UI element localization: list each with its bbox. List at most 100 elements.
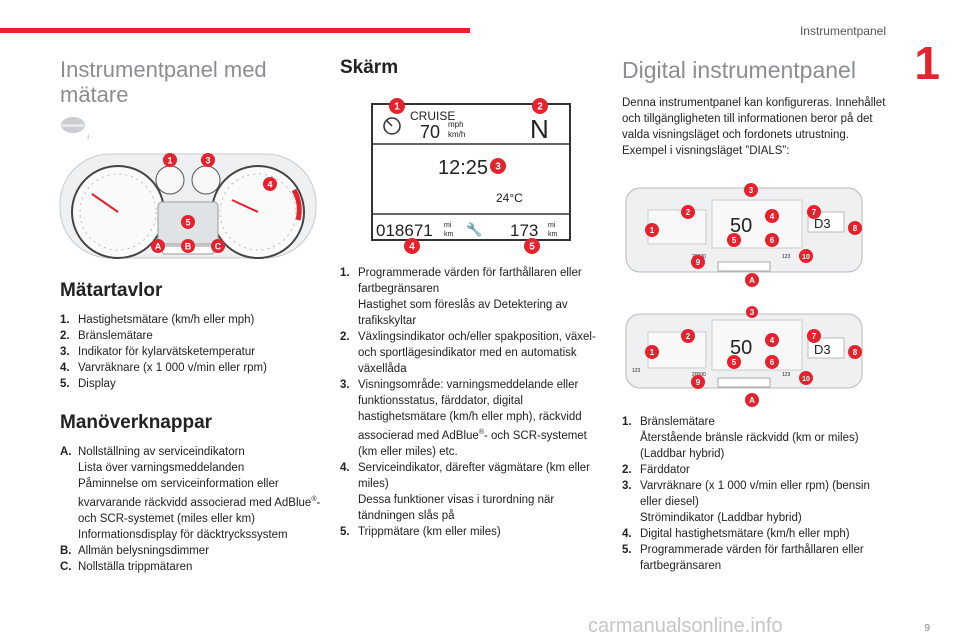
svg-text:5: 5 [732,358,737,367]
temperature-gauge [191,165,221,195]
svg-text:9: 9 [696,378,701,387]
badge-5: 5 [185,218,190,228]
badge-2: 2 [537,102,543,113]
digital-cluster-figure-2: 50 D3 123 20000 123 3 2 4 7 1 8 5 6 9 10… [625,306,863,407]
svg-text:km: km [444,231,454,238]
svg-text:4: 4 [770,336,775,345]
screen-frame [371,103,571,241]
top-accent-bar [0,28,470,33]
list-item: 4.Digital hastighetsmätare (km/h eller m… [622,528,850,540]
screen-items-list: 1.Programmerade värden för farthållaren … [340,265,606,540]
list-item: A. Nollställning av serviceindikatorn Li… [60,446,321,541]
svg-text:km: km [548,231,558,238]
list-item: B.Allmän belysningsdimmer [60,544,210,557]
speedometer-needle [91,193,119,213]
column-right: Digital instrumentpanel Denna instrument… [622,57,892,159]
list-item: C.Nollställa trippmätaren [60,560,193,573]
badge-4: 4 [267,180,272,190]
list-item: 4.Serviceindikator, därefter vägmätare (… [340,461,591,522]
unit-kmh: km/h [448,130,465,139]
svg-text:7: 7 [812,208,817,217]
svg-text:10: 10 [802,376,810,383]
odometer: 018671 [376,221,433,240]
section-title-instrument-panel: Instrumentpanel med mätare [60,57,267,108]
svg-text:↓: ↓ [86,131,90,140]
column-middle: Skärm [340,57,606,79]
controls-list: A. Nollställning av serviceindikatorn Li… [60,444,322,575]
svg-text:5: 5 [732,236,737,245]
clock-time: 12:25 [438,157,488,179]
example-caption: Exempel i visningsläget ”DIALS”: [622,145,790,158]
list-item: 5.Trippmätare (km eller miles) [340,525,501,538]
svg-text:8: 8 [853,348,858,357]
svg-text:mi: mi [548,222,556,229]
svg-text:6: 6 [770,358,775,367]
intro-paragraph: Denna instrumentpanel kan konfigureras. … [622,97,886,142]
steering-wheel-icon: ↓ [61,117,90,140]
cruise-speed: 70 [420,122,440,142]
chapter-number: 1 [914,37,940,89]
column-left: Instrumentpanel med mätare [60,57,322,108]
gear-display: D3 [814,216,831,231]
badge-B: B [185,242,192,252]
analog-cluster-figure: 1 3 4 5 A B C [59,153,317,259]
svg-text:123: 123 [782,372,791,378]
svg-text:1: 1 [650,226,655,235]
screen-items-section: 1.Programmerade värden för farthållaren … [340,265,606,540]
svg-text:mi: mi [444,222,452,229]
svg-text:4: 4 [770,212,775,221]
badge-3: 3 [205,156,210,166]
list-item: 4.Varvräknare (x 1 000 v/min eller rpm) [60,362,267,374]
svg-text:2: 2 [686,208,691,217]
badge-A: A [155,242,162,252]
outside-temp: 24°C [496,191,523,205]
svg-text:3: 3 [749,186,754,195]
badge-1: 1 [167,156,172,166]
heading-manoverknappar: Manöverknappar [60,412,213,433]
section-title-skarm: Skärm [340,57,399,78]
watermark: carmanualsonline.info [588,615,783,637]
list-item: 2.Växlingsindikator och/eller spakpositi… [340,331,596,375]
svg-text:123: 123 [632,368,641,374]
gauges-section: Mätartavlor 1.Hastighetsmätare (km/h ell… [60,280,322,575]
list-item: 3.Visningsområde: varningsmeddelande ell… [340,379,587,458]
section-title-digital-panel: Digital instrumentpanel [622,57,856,83]
badge-3: 3 [495,162,501,173]
display-screen-figure: CRUISE 70 mph km/h N 12:25 24°C 018671 m… [371,98,571,254]
list-item: 1.Programmerade värden för farthållaren … [340,267,582,327]
gear-indicator: N [530,114,549,144]
running-header: Instrumentpanel [799,24,886,38]
heading-matartavlor: Mätartavlor [60,280,163,301]
list-item: 5.Programmerade värden för farthållaren … [622,544,864,572]
svg-text:10: 10 [802,254,810,261]
cruise-label: CRUISE [410,109,455,123]
svg-text:20000: 20000 [692,372,706,378]
trip-meter: 173 [510,221,538,240]
svg-text:D3: D3 [814,342,831,357]
fuel-gauge [155,165,185,195]
svg-text:3: 3 [750,308,755,317]
svg-text:1: 1 [650,348,655,357]
svg-text:9: 9 [696,258,701,267]
svg-text:8: 8 [853,224,858,233]
svg-text:2: 2 [686,332,691,341]
badge-C: C [215,242,222,252]
list-item: 1.Hastighetsmätare (km/h eller mph) [60,314,255,326]
digital-cluster-figure-1: 50 D3 20000 123 3 2 4 7 1 8 5 6 9 10 A [625,183,863,287]
digital-speed: 50 [730,215,752,237]
list-item: 2.Färddator [622,464,690,476]
list-item: 3.Indikator för kylarvätsketemperatur [60,346,256,358]
badge-1: 1 [394,102,400,113]
svg-text:7: 7 [812,332,817,341]
list-item: 3.Varvräknare (x 1 000 v/min eller rpm) … [622,480,870,524]
svg-text:50: 50 [730,337,752,359]
cruise-icon [383,117,401,135]
page-number: 9 [924,623,930,634]
tachometer-needle [231,199,259,213]
svg-text:6: 6 [770,236,775,245]
unit-mph: mph [448,120,464,129]
svg-text:A: A [749,396,755,405]
